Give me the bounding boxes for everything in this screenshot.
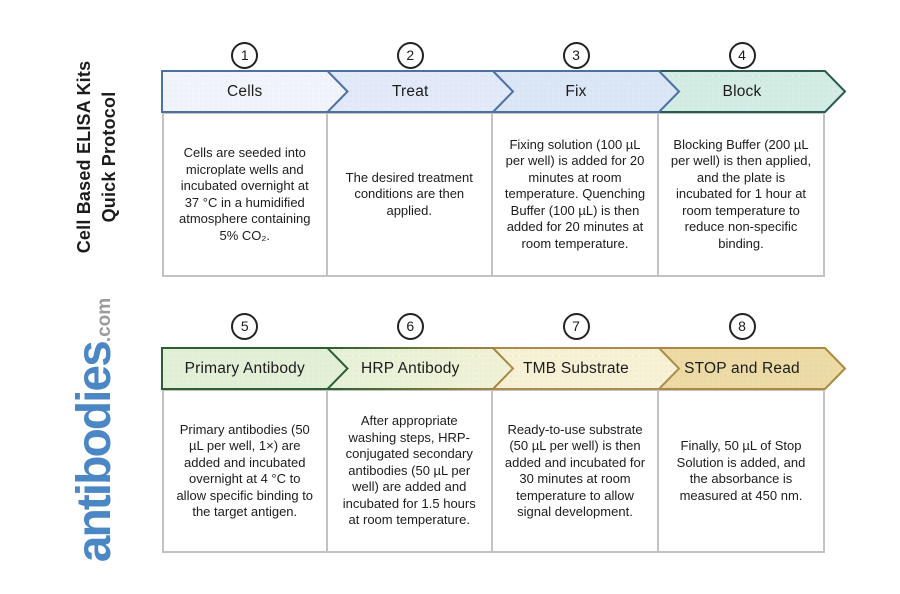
step-7-number: 7	[562, 312, 590, 340]
step-8-description: Finally, 50 µL of Stop Solution is added…	[676, 438, 806, 503]
step-2-description: The desired treatment conditions are the…	[345, 169, 473, 218]
step-5-description-box: Primary antibodies (50 µL per well, 1×) …	[162, 389, 328, 553]
step-6-description-box: After appropriate washing steps, HRP-con…	[327, 389, 493, 553]
step-7-label: TMB Substrate	[523, 359, 629, 377]
step-2-description-box: The desired treatment conditions are the…	[327, 112, 493, 277]
step-4-number: 4	[728, 41, 756, 69]
step-8-label: STOP and Read	[684, 359, 800, 377]
sidebar-title-line2: Quick Protocol	[99, 91, 119, 223]
antibodies-logo: antibodies.com	[55, 280, 135, 580]
step-4-label: Block	[722, 82, 762, 100]
step-3-label: Fix	[565, 82, 587, 100]
logo-wordmark: antibodies	[68, 342, 121, 563]
step-8-description-box: Finally, 50 µL of Stop Solution is added…	[659, 389, 825, 553]
step-8-number: 8	[728, 312, 756, 340]
step-2-number: 2	[396, 41, 424, 69]
step-3-number: 3	[562, 41, 590, 69]
step-4-description-box: Blocking Buffer (200 µL per well) is the…	[659, 112, 825, 277]
step-3-description: Fixing solution (100 µL per well) is add…	[504, 136, 646, 251]
step-1-description-box: Cells are seeded into microplate wells a…	[162, 112, 328, 277]
step-6-number: 6	[396, 312, 424, 340]
step-3-description-box: Fixing solution (100 µL per well) is add…	[493, 112, 659, 277]
step-5-label: Primary Antibody	[184, 359, 305, 377]
step-7-description-box: Ready-to-use substrate (50 µL per well) …	[493, 389, 659, 553]
step-6-description: After appropriate washing steps, HRP-con…	[342, 413, 476, 528]
step-2-label: Treat	[391, 82, 429, 100]
step-7-description: Ready-to-use substrate (50 µL per well) …	[504, 421, 646, 520]
sidebar-title: Cell Based ELISA Kits Quick Protocol	[72, 37, 128, 277]
step-1-number: 1	[231, 41, 259, 69]
sidebar-title-line1: Cell Based ELISA Kits	[74, 60, 94, 254]
step-5-description: Primary antibodies (50 µL per well, 1×) …	[176, 421, 314, 520]
step-4-description: Blocking Buffer (200 µL per well) is the…	[670, 136, 812, 251]
step-5-number: 5	[231, 312, 259, 340]
step-6-label: HRP Antibody	[360, 359, 460, 377]
logo-suffix: .com	[94, 297, 115, 343]
step-1-label: Cells	[227, 82, 263, 100]
step-1-description: Cells are seeded into microplate wells a…	[178, 145, 311, 243]
